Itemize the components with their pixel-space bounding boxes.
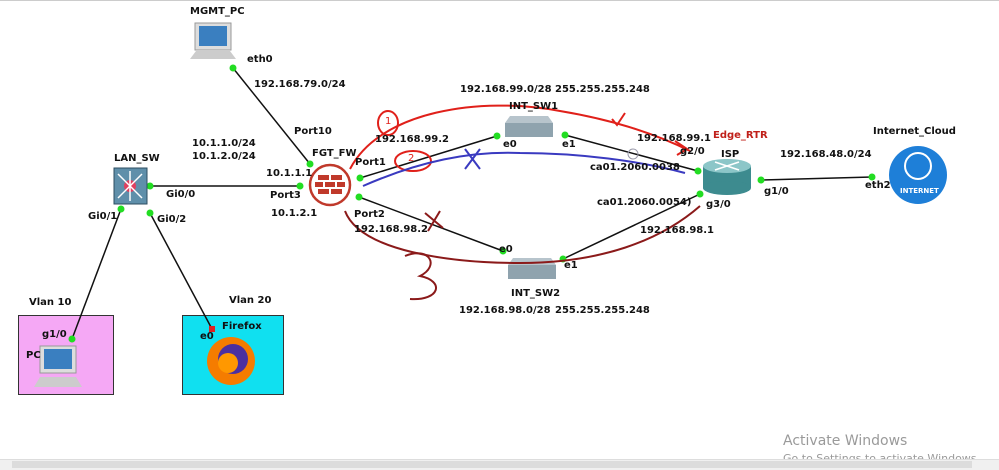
lan-switch-icon[interactable] (113, 167, 148, 205)
link-sw2-rtr[interactable] (562, 193, 701, 260)
port-sw2-e1: e1 (564, 260, 578, 271)
node-label-int-sw2: INT_SW2 (511, 288, 561, 299)
vlan20-label: Vlan 20 (229, 295, 272, 306)
port-gi0-1: Gi0/1 (88, 211, 118, 222)
zoom-cursor-icon (627, 148, 639, 160)
addr-port1-ip: 192.168.99.2 (375, 134, 450, 145)
addr-sw2-net: 192.168.98.0/28 (459, 305, 551, 316)
port-g3-0: g3/0 (706, 199, 731, 210)
pc-icon[interactable] (34, 345, 82, 387)
internet-cloud-icon[interactable] (889, 146, 947, 204)
port-gi0-2: Gi0/2 (157, 214, 187, 225)
mac-1: ca01.2060.0038 (590, 162, 680, 173)
port-pc-g1-0: g1/0 (42, 329, 67, 340)
node-label-pc: PC (26, 350, 41, 361)
port-firefox-e0: e0 (200, 331, 214, 342)
node-label-int-sw1: INT_SW1 (509, 101, 559, 112)
node-label-lan-sw: LAN_SW (114, 153, 160, 164)
node-label-firefox: Firefox (222, 321, 262, 332)
internet-badge: INTERNET (900, 187, 939, 195)
node-label-edge-rtr: Edge_RTR (713, 130, 768, 141)
link-lansw-firefox[interactable] (149, 212, 213, 330)
firewall-icon[interactable] (308, 163, 352, 207)
port-sw1-e1: e1 (562, 139, 576, 150)
port-sw1-e0: e0 (503, 139, 517, 150)
addr-g3-ip: 192.168.98.1 (640, 225, 715, 236)
activation-watermark-title: Activate Windows (783, 433, 908, 449)
node-label-fgt-fw: FGT_FW (312, 148, 357, 159)
scrollbar-thumb[interactable] (12, 461, 972, 468)
annotation-1: 1 (385, 116, 392, 127)
annotation-2: 2 (408, 153, 415, 164)
mgmt-pc-icon[interactable] (190, 22, 236, 59)
addr-sw2-mask: 255.255.255.248 (555, 305, 650, 316)
port-eth0: eth0 (247, 54, 273, 65)
addr-lan-net1: 10.1.1.0/24 (192, 138, 256, 149)
vlan10-label: Vlan 10 (29, 297, 72, 308)
addr-sw1-mask: 255.255.255.248 (555, 84, 650, 95)
port-dots (68, 64, 876, 343)
port-sw2-e0: e0 (499, 244, 513, 255)
addr-mgmt-net: 192.168.79.0/24 (254, 79, 346, 90)
port-g2-0: g2/0 (680, 146, 705, 157)
port-port10: Port10 (294, 126, 332, 137)
link-sw1-rtr[interactable] (564, 134, 699, 172)
mac-2: ca01.2060.0054) (597, 197, 692, 208)
link-fw-sw2[interactable] (358, 196, 504, 252)
link-mgmt-fw[interactable] (232, 67, 311, 165)
link-lansw-pc[interactable] (71, 208, 122, 340)
link-rtr-cloud[interactable] (760, 176, 873, 181)
node-label-mgmt-pc: MGMT_PC (190, 6, 245, 17)
hand-annotations (344, 104, 701, 301)
port-gi0-0: Gi0/0 (166, 189, 196, 200)
int-sw1-icon[interactable] (505, 116, 553, 137)
node-label-isp: ISP (721, 149, 740, 160)
port-port1: Port1 (355, 157, 386, 168)
addr-wan-net: 192.168.48.0/24 (780, 149, 872, 160)
port-g1-0: g1/0 (764, 186, 789, 197)
node-label-internet-cloud: Internet_Cloud (873, 126, 956, 137)
firefox-icon[interactable] (207, 337, 255, 385)
addr-sw1-net: 192.168.99.0/28 (460, 84, 552, 95)
addr-g2-ip: 192.168.99.1 (637, 133, 712, 144)
port-port2: Port2 (354, 209, 385, 220)
addr-port3-ip2: 10.1.2.1 (271, 208, 318, 219)
addr-port2-ip: 192.168.98.2 (354, 224, 429, 235)
port-port3: Port3 (270, 190, 301, 201)
addr-lan-net2: 10.1.2.0/24 (192, 151, 256, 162)
addr-port3-ip1: 10.1.1.1 (266, 168, 313, 179)
router-icon[interactable] (703, 159, 751, 195)
port-eth2: eth2 (865, 180, 891, 191)
